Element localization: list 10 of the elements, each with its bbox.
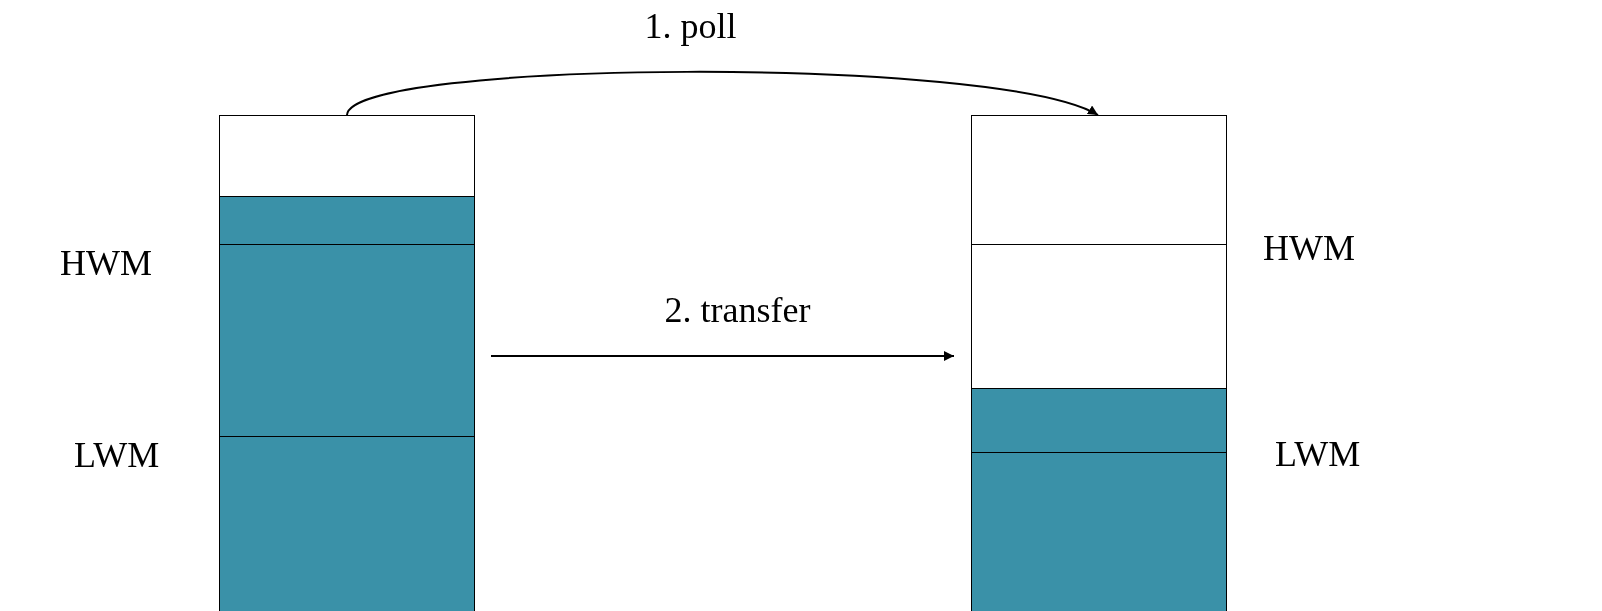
- watermark-label: HWM: [1263, 228, 1355, 268]
- arrow: [346, 70, 1099, 117]
- watermark-label: LWM: [1275, 434, 1361, 474]
- buffer-column: [219, 115, 475, 611]
- arrow: [490, 351, 955, 361]
- buffer-column: [971, 115, 1227, 611]
- watermark-label: LWM: [74, 435, 160, 475]
- watermark-label: HWM: [60, 243, 152, 283]
- edge-label: 2. transfer: [664, 290, 811, 330]
- edge-label: 1. poll: [644, 6, 737, 46]
